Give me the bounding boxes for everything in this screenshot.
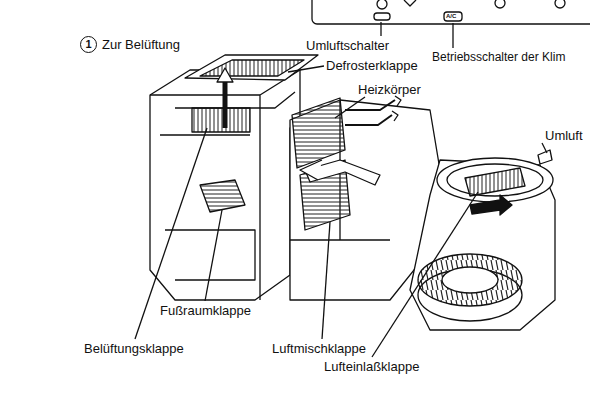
switch-label: Betriebsschalter der Klim bbox=[432, 50, 565, 65]
vent-arrow bbox=[223, 78, 228, 128]
heater-core bbox=[292, 98, 345, 168]
recirc-tab bbox=[538, 150, 552, 164]
part-label: Belüftungsklappe bbox=[84, 341, 184, 356]
recirc-button bbox=[374, 13, 390, 20]
defroster-flap bbox=[200, 60, 304, 76]
housing-edge bbox=[160, 135, 255, 280]
leader-line bbox=[288, 66, 324, 72]
distribution-housing bbox=[150, 70, 300, 300]
part-label: Zur Belüftung bbox=[102, 37, 180, 52]
button-label: A/C bbox=[446, 13, 456, 20]
part-label: Fußraumklappe bbox=[160, 303, 251, 318]
leader-line bbox=[380, 22, 381, 36]
part-label: Lufteinlaßklappe bbox=[324, 359, 419, 374]
panel-icon bbox=[495, 0, 505, 8]
leader-line bbox=[542, 143, 547, 153]
leader-line bbox=[452, 23, 453, 48]
air-flow-arrowhead bbox=[300, 160, 322, 180]
line-art bbox=[135, 0, 590, 357]
control-panel bbox=[312, 0, 590, 24]
intake-ring bbox=[437, 158, 553, 202]
heater-pipe bbox=[345, 100, 395, 125]
panel-icon bbox=[377, 0, 387, 9]
defroster-frame bbox=[185, 55, 318, 80]
vent-flap bbox=[192, 108, 250, 132]
pipe-end bbox=[392, 96, 401, 121]
ac-button bbox=[444, 12, 462, 21]
part-label: Umluft bbox=[545, 128, 583, 143]
leader-line bbox=[322, 222, 330, 339]
callout-number: 1 bbox=[80, 36, 97, 53]
switch-label: Umluftschalter bbox=[306, 38, 389, 53]
leader-line bbox=[335, 97, 365, 118]
leader-line bbox=[372, 192, 478, 357]
vent-arrowhead bbox=[217, 68, 233, 82]
blower-hub bbox=[442, 267, 498, 293]
housing-edge bbox=[150, 70, 300, 300]
intake-ring bbox=[447, 164, 543, 196]
vent-frame bbox=[175, 92, 295, 108]
part-label: Defrosterklappe bbox=[326, 58, 418, 73]
panel-icon bbox=[555, 0, 565, 8]
part-label: Heizkörper bbox=[358, 82, 421, 97]
foot-flap bbox=[200, 180, 245, 212]
intake-flap bbox=[465, 168, 525, 196]
intake-arrow bbox=[470, 195, 512, 215]
panel-icon bbox=[404, 0, 416, 6]
part-label: Luftmischklappe bbox=[272, 341, 366, 356]
leader-line bbox=[205, 210, 222, 301]
